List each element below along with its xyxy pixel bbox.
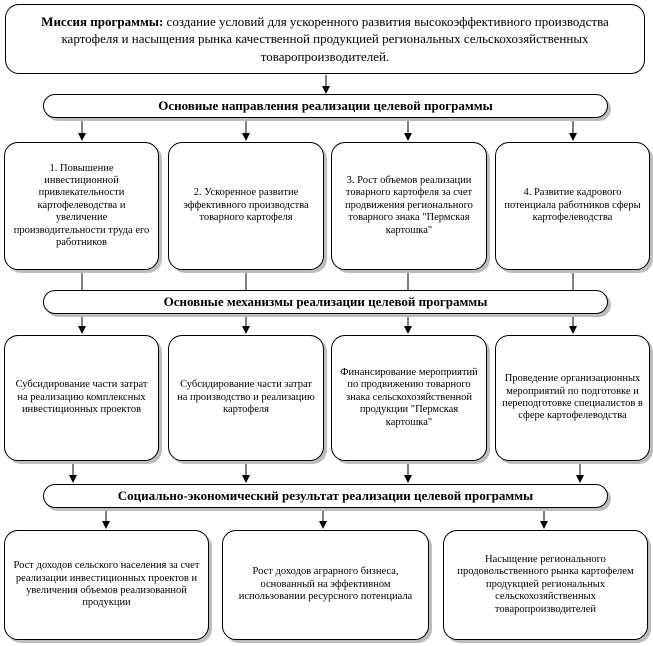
direction-box-4: 4. Развитие кадрового потенциала работни… — [495, 142, 650, 270]
result-box-1: Рост доходов сельского населения за счет… — [4, 530, 209, 640]
mechanisms-title: Основные механизмы реализации целевой пр… — [163, 294, 488, 309]
directions-header: Основные направления реализации целевой … — [43, 94, 608, 118]
direction-box-1: 1. Повышение инвестиционной привлекатель… — [4, 142, 159, 270]
results-title: Социально-экономический результат реализ… — [117, 488, 534, 503]
mechanism-box-1: Субсидирование части затрат на реализаци… — [4, 335, 159, 461]
direction-text-3: 3. Рост объемов реализации товарного кар… — [345, 175, 473, 236]
mechanism-text-4: Проведение организационных мероприятий п… — [502, 373, 643, 422]
direction-text-2: 2. Ускоренное развитие эффективного прои… — [183, 187, 309, 224]
direction-text-4: 4. Развитие кадрового потенциала работни… — [504, 187, 641, 224]
directions-title: Основные направления реализации целевой … — [158, 98, 493, 113]
result-box-3: Насыщение регионального продовольственно… — [443, 530, 648, 640]
result-text-1: Рост доходов сельского населения за счет… — [13, 560, 200, 609]
mechanism-text-3: Финансирование мероприятий по продвижени… — [340, 367, 478, 428]
mission-label: Миссия программы: — [41, 13, 164, 29]
direction-box-2: 2. Ускоренное развитие эффективного прои… — [168, 142, 324, 270]
mission-text: Миссия программы: создание условий для у… — [16, 13, 634, 66]
mechanisms-header: Основные механизмы реализации целевой пр… — [43, 290, 608, 314]
result-text-3: Насыщение регионального продовольственно… — [457, 554, 634, 615]
direction-box-3: 3. Рост объемов реализации товарного кар… — [331, 142, 487, 270]
results-header: Социально-экономический результат реализ… — [43, 484, 608, 508]
result-box-2: Рост доходов аграрного бизнеса, основанн… — [222, 530, 429, 640]
mission-description: создание условий для ускоренного развити… — [61, 13, 609, 64]
mechanism-box-2: Субсидирование части затрат на производс… — [168, 335, 324, 461]
mechanism-text-2: Субсидирование части затрат на производс… — [177, 379, 315, 416]
result-text-2: Рост доходов аграрного бизнеса, основанн… — [238, 566, 413, 603]
direction-text-1: 1. Повышение инвестиционной привлекатель… — [13, 162, 150, 248]
mechanism-box-3: Финансирование мероприятий по продвижени… — [331, 335, 487, 461]
mechanism-text-1: Субсидирование части затрат на реализаци… — [15, 379, 148, 416]
mission-box: Миссия программы: создание условий для у… — [5, 4, 645, 74]
mechanism-box-4: Проведение организационных мероприятий п… — [495, 335, 650, 461]
